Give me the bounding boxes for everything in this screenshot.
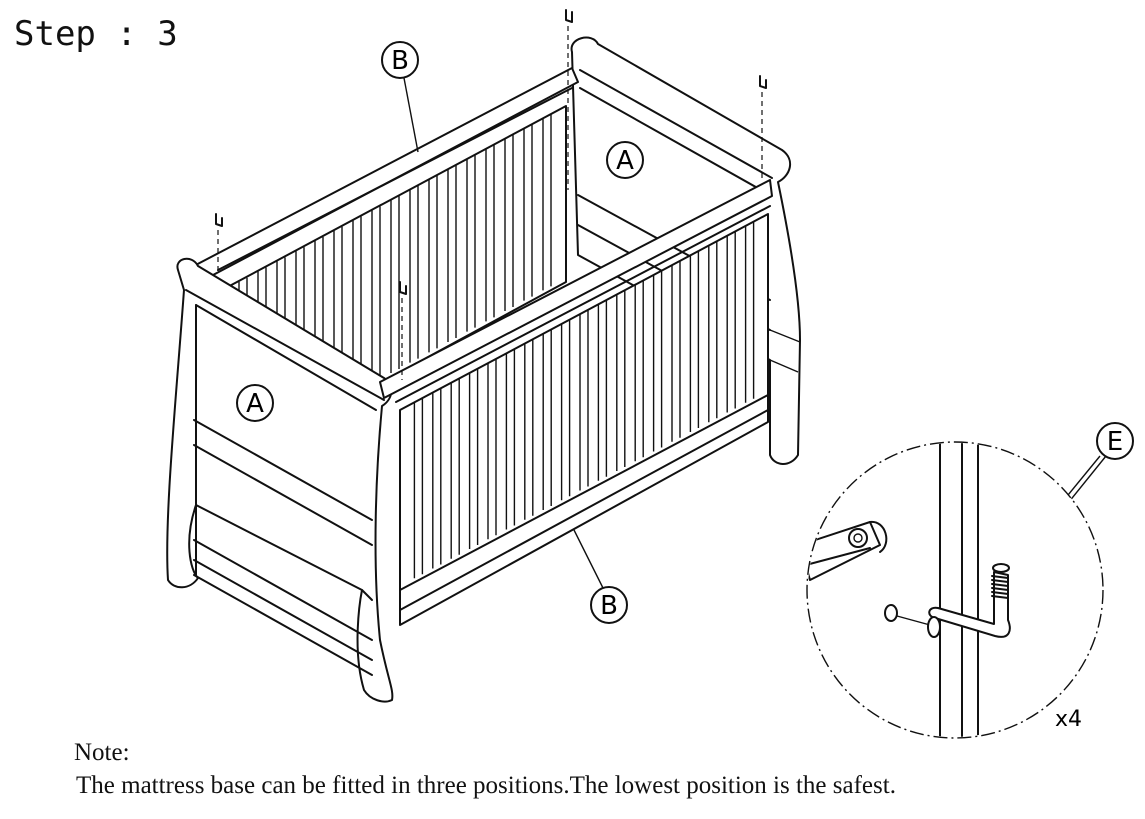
screw-detail: E x4 [806,422,1134,739]
callout-b-bottom-label: B [600,591,618,621]
callout-e-label: E [1107,427,1123,457]
front-slat [671,261,681,442]
back-slat [542,114,552,291]
front-slat [487,359,497,540]
callout-a-back: A [606,141,644,179]
back-slat [447,165,457,342]
front-slat [413,398,424,579]
front-slat [450,378,460,559]
front-slat [744,221,755,403]
front-slat [542,329,552,510]
front-slat [597,300,608,481]
back-slat [466,155,476,332]
side-rail-front [379,179,773,626]
back-slat [523,124,533,301]
front-slat [432,388,442,569]
back-slat [504,134,514,311]
quantity-label: x4 [1055,707,1082,732]
front-slat [579,310,589,491]
callout-b-bottom: B [590,586,628,624]
screw-top-back [565,9,573,190]
step-title: Step : 3 [14,14,178,54]
note-text: The mattress base can be fitted in three… [76,772,896,799]
screw-middle [399,281,407,380]
back-slat [485,144,495,322]
back-slat [428,175,438,353]
screw-top-right [759,75,767,180]
callout-a-front: A [236,384,274,422]
front-slat [708,241,718,423]
callout-a-front-label: A [246,389,264,419]
front-slat [689,251,700,432]
back-slat [371,206,381,384]
note-heading: Note: [74,739,130,766]
front-slat [505,349,516,530]
callout-b-top: B [381,41,419,79]
callout-b-top-label: B [391,46,409,76]
screw-left [215,213,223,272]
front-slat [652,270,663,452]
callout-a-back-label: A [616,146,634,176]
back-slat [409,185,419,363]
front-slat [616,290,626,471]
front-slat [634,280,644,462]
front-slat [726,231,736,413]
front-slats [413,221,755,579]
front-slat [560,319,571,501]
front-slat [468,368,479,549]
front-slat [524,339,534,520]
footboard-front [166,257,394,703]
